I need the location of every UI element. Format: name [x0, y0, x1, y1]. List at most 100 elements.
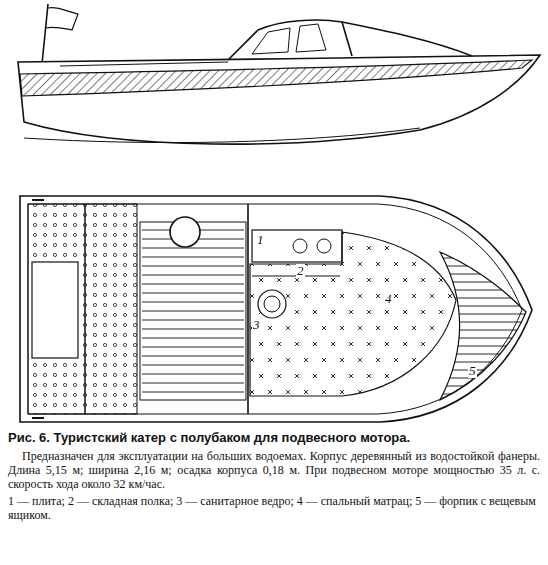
floor: [140, 222, 246, 400]
quilt-mark: [358, 358, 362, 362]
quilt-mark: [277, 374, 281, 378]
quilt-mark: [412, 390, 416, 394]
quilt-mark: [250, 390, 254, 394]
quilt-mark: [286, 230, 290, 234]
quilt-mark: [259, 374, 263, 378]
slat: [436, 290, 530, 291]
quilt-mark: [304, 358, 308, 362]
quilt-mark: [322, 294, 326, 298]
slat: [436, 266, 530, 267]
slat: [142, 383, 244, 384]
quilt-mark: [259, 278, 263, 282]
quilt-mark: [439, 246, 443, 250]
quilt-mark: [340, 230, 344, 234]
quilt-mark: [430, 326, 434, 330]
quilt-mark: [295, 246, 299, 250]
quilt-mark: [376, 262, 380, 266]
quilt-mark: [340, 390, 344, 394]
quilt-mark: [403, 278, 407, 282]
bucket-lid: [264, 296, 280, 312]
slat: [436, 314, 530, 315]
quilt-mark: [430, 230, 434, 234]
quilt-mark: [322, 358, 326, 362]
floor-slats: [142, 230, 244, 392]
quilt-mark: [286, 262, 290, 266]
quilt-mark: [385, 246, 389, 250]
slat: [142, 284, 244, 285]
windshield: [228, 20, 352, 60]
quilt-mark: [349, 310, 353, 314]
plan-view: [20, 196, 532, 422]
quilt-mark: [331, 246, 335, 250]
quilt-mark: [313, 278, 317, 282]
callout-number: 1: [256, 233, 265, 247]
quilt-mark: [457, 278, 461, 282]
cabin-window: [252, 28, 290, 54]
quilt-mark: [430, 358, 434, 362]
quilt-mark: [340, 262, 344, 266]
mattress-quilting: [250, 230, 461, 394]
quilt-mark: [412, 262, 416, 266]
callout-number: 3: [252, 318, 261, 332]
side-view: [18, 4, 540, 144]
quilt-mark: [322, 230, 326, 234]
quilt-mark: [394, 358, 398, 362]
bench: [85, 204, 137, 414]
quilt-mark: [385, 278, 389, 282]
quilt-mark: [412, 358, 416, 362]
callout-number: 5: [468, 364, 477, 378]
quilt-mark: [304, 294, 308, 298]
quilt-mark: [349, 374, 353, 378]
cleat: [32, 200, 44, 418]
slat: [436, 298, 530, 299]
quilt-mark: [250, 358, 254, 362]
quilt-mark: [286, 358, 290, 362]
quilt-mark: [376, 390, 380, 394]
legend-note: 1 — плита; 2 — складная полка; 3 — санит…: [8, 494, 540, 522]
quilt-mark: [277, 246, 281, 250]
quilt-mark: [439, 310, 443, 314]
quilt-mark: [304, 390, 308, 394]
quilt-mark: [403, 374, 407, 378]
quilt-mark: [367, 342, 371, 346]
quilt-mark: [340, 294, 344, 298]
quilt-mark: [367, 278, 371, 282]
figure-title: Рис. 6. Туристский катер с полубаком для…: [8, 430, 540, 446]
quilt-mark: [448, 326, 452, 330]
quilt-mark: [367, 310, 371, 314]
quilt-mark: [394, 326, 398, 330]
quilt-mark: [331, 374, 335, 378]
quilt-mark: [358, 230, 362, 234]
quilt-mark: [259, 342, 263, 346]
side-stripe: [20, 60, 532, 96]
quilt-mark: [448, 230, 452, 234]
slat: [142, 347, 244, 348]
quilt-mark: [448, 294, 452, 298]
cabin-window: [296, 24, 326, 52]
slat: [436, 354, 530, 355]
deck-hatch: [170, 217, 200, 247]
slat: [142, 266, 244, 267]
quilt-mark: [412, 294, 416, 298]
quilt-mark: [430, 390, 434, 394]
deck-line: [60, 62, 228, 66]
slat: [436, 402, 530, 403]
flag: [46, 8, 78, 30]
slat: [142, 275, 244, 276]
quilt-mark: [439, 342, 443, 346]
quilt-mark: [340, 358, 344, 362]
slat: [142, 329, 244, 330]
quilt-mark: [358, 294, 362, 298]
waterline: [24, 128, 420, 143]
quilt-mark: [331, 342, 335, 346]
quilt-mark: [448, 358, 452, 362]
quilt-mark: [349, 278, 353, 282]
quilt-mark: [250, 262, 254, 266]
quilt-mark: [304, 262, 308, 266]
quilt-mark: [313, 374, 317, 378]
quilt-mark: [412, 230, 416, 234]
quilt-mark: [268, 230, 272, 234]
quilt-mark: [313, 246, 317, 250]
quilt-mark: [286, 390, 290, 394]
slat: [436, 258, 530, 259]
